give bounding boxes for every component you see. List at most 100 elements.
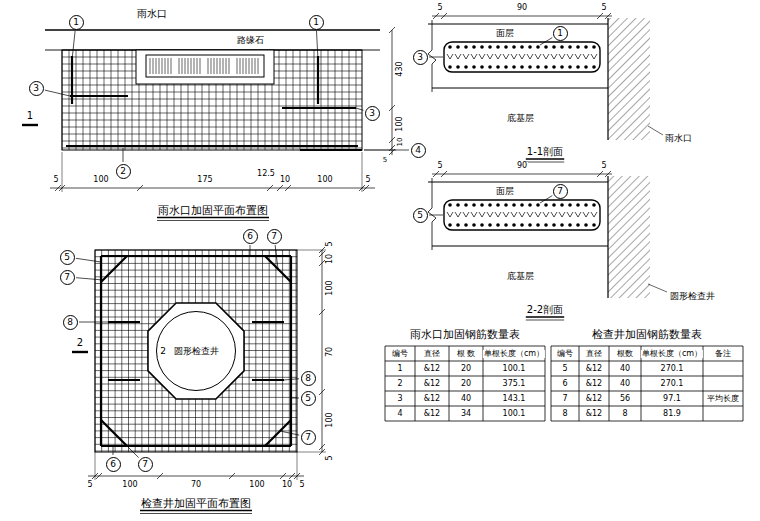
manhole-label: 圆形检查井	[174, 347, 219, 356]
table-cell: 6	[561, 380, 568, 388]
dimension: 70	[190, 481, 202, 489]
table-cell: 56	[619, 395, 631, 403]
title-underline	[526, 162, 564, 163]
break-line	[428, 20, 436, 92]
rebar-dot	[456, 65, 460, 69]
rebar-dot	[472, 65, 476, 69]
leader-line	[540, 38, 552, 45]
table-header: 直径	[585, 350, 603, 358]
callout-text: 1	[557, 29, 563, 38]
rebar-mesh	[95, 250, 297, 452]
dimension: 175	[196, 176, 213, 184]
rebar-dot	[496, 45, 500, 49]
dimension-line	[389, 27, 395, 155]
table-header: 单根长度（cm）	[641, 350, 703, 358]
rebar-dot	[448, 45, 452, 49]
leader-line	[250, 245, 251, 256]
rebar-dot	[496, 65, 500, 69]
dimension: 100	[316, 176, 333, 184]
table-cell: 20	[460, 365, 472, 373]
title-underline	[157, 220, 269, 221]
table-cell: &12	[585, 410, 603, 418]
table-cell: 81.9	[662, 410, 682, 418]
table-cell: 8	[561, 410, 568, 418]
leader-line	[76, 278, 103, 280]
leader-line	[356, 108, 363, 110]
callout-number: 7	[301, 430, 316, 445]
rebar-dot	[504, 45, 508, 49]
dimension: 5	[298, 481, 305, 489]
rebar-dot	[592, 203, 596, 207]
rebar-dot	[584, 203, 588, 207]
rebar-dot	[584, 65, 588, 69]
extension-line	[95, 452, 297, 480]
callout-number: 8	[63, 315, 78, 330]
rebar-dot	[480, 65, 484, 69]
part-label: 雨水口	[136, 9, 168, 19]
rebar-dot	[568, 203, 572, 207]
table-cell: 375.1	[502, 380, 527, 388]
rebar-bar	[70, 96, 356, 108]
table-cell: &12	[585, 380, 603, 388]
callout-number: 1	[309, 15, 324, 30]
callout-text: 3	[417, 53, 423, 62]
callout-text: 1	[313, 18, 319, 27]
rebar-dot	[480, 45, 484, 49]
rebar-dot	[592, 45, 596, 49]
dimension: 5	[600, 4, 607, 12]
section-marker: 1	[26, 111, 34, 121]
callout-text: 5	[305, 394, 311, 403]
rebar-dot	[496, 203, 500, 207]
callout-number: 3	[365, 106, 380, 121]
rebar-dot	[520, 45, 524, 49]
rebar-dot	[544, 223, 548, 227]
callout-number: 2	[116, 164, 131, 179]
dimension-line	[50, 185, 375, 191]
rebar-dot	[448, 223, 452, 227]
callout-number: 4	[411, 143, 426, 158]
wall-hatch	[608, 18, 650, 140]
callout-text: 8	[305, 374, 311, 383]
table-cell: 143.1	[502, 395, 527, 403]
rebar-dot	[456, 223, 460, 227]
leader-line	[648, 126, 663, 135]
rebar-dot	[488, 65, 492, 69]
table-cell: 100.1	[502, 410, 527, 418]
layer-label: 底基层	[506, 114, 535, 123]
table-cell: 40	[460, 395, 472, 403]
table-header: 直径	[423, 350, 441, 358]
surface-line	[428, 182, 608, 183]
callout-number: 6	[106, 457, 121, 472]
callout-text: 6	[110, 460, 116, 469]
table-cell: 5	[561, 365, 568, 373]
callout-number: 1	[69, 15, 84, 30]
section-title: 1-1剖面	[526, 147, 564, 157]
dimension-line	[432, 13, 612, 19]
table-grid	[551, 346, 743, 421]
rebar-dot	[560, 223, 564, 227]
callout-text: 7	[142, 460, 148, 469]
table-header: 根数	[616, 350, 634, 358]
table-cell: 7	[561, 395, 568, 403]
dimension: 5	[86, 481, 93, 489]
table-header: 单根长度（cm）	[483, 350, 545, 358]
callout-number: 7	[138, 457, 153, 472]
octagon-frame	[148, 303, 244, 399]
rebar-bar	[300, 149, 362, 151]
rebar-mesh	[62, 50, 362, 150]
leader-line	[540, 196, 552, 203]
rebar-bar	[66, 145, 358, 147]
dimension: 5	[326, 454, 334, 461]
rebar-dot	[504, 223, 508, 227]
rebar-dot	[544, 203, 548, 207]
rebar-dot	[552, 45, 556, 49]
callout-text: 7	[271, 232, 277, 241]
dimension: 12.5	[256, 170, 276, 178]
callout-number: 7	[267, 229, 282, 244]
rebar-dot	[576, 223, 580, 227]
dimension: 5	[382, 157, 388, 164]
leader-line	[76, 258, 101, 262]
rebar-dot	[528, 45, 532, 49]
rebar-dot	[464, 65, 468, 69]
